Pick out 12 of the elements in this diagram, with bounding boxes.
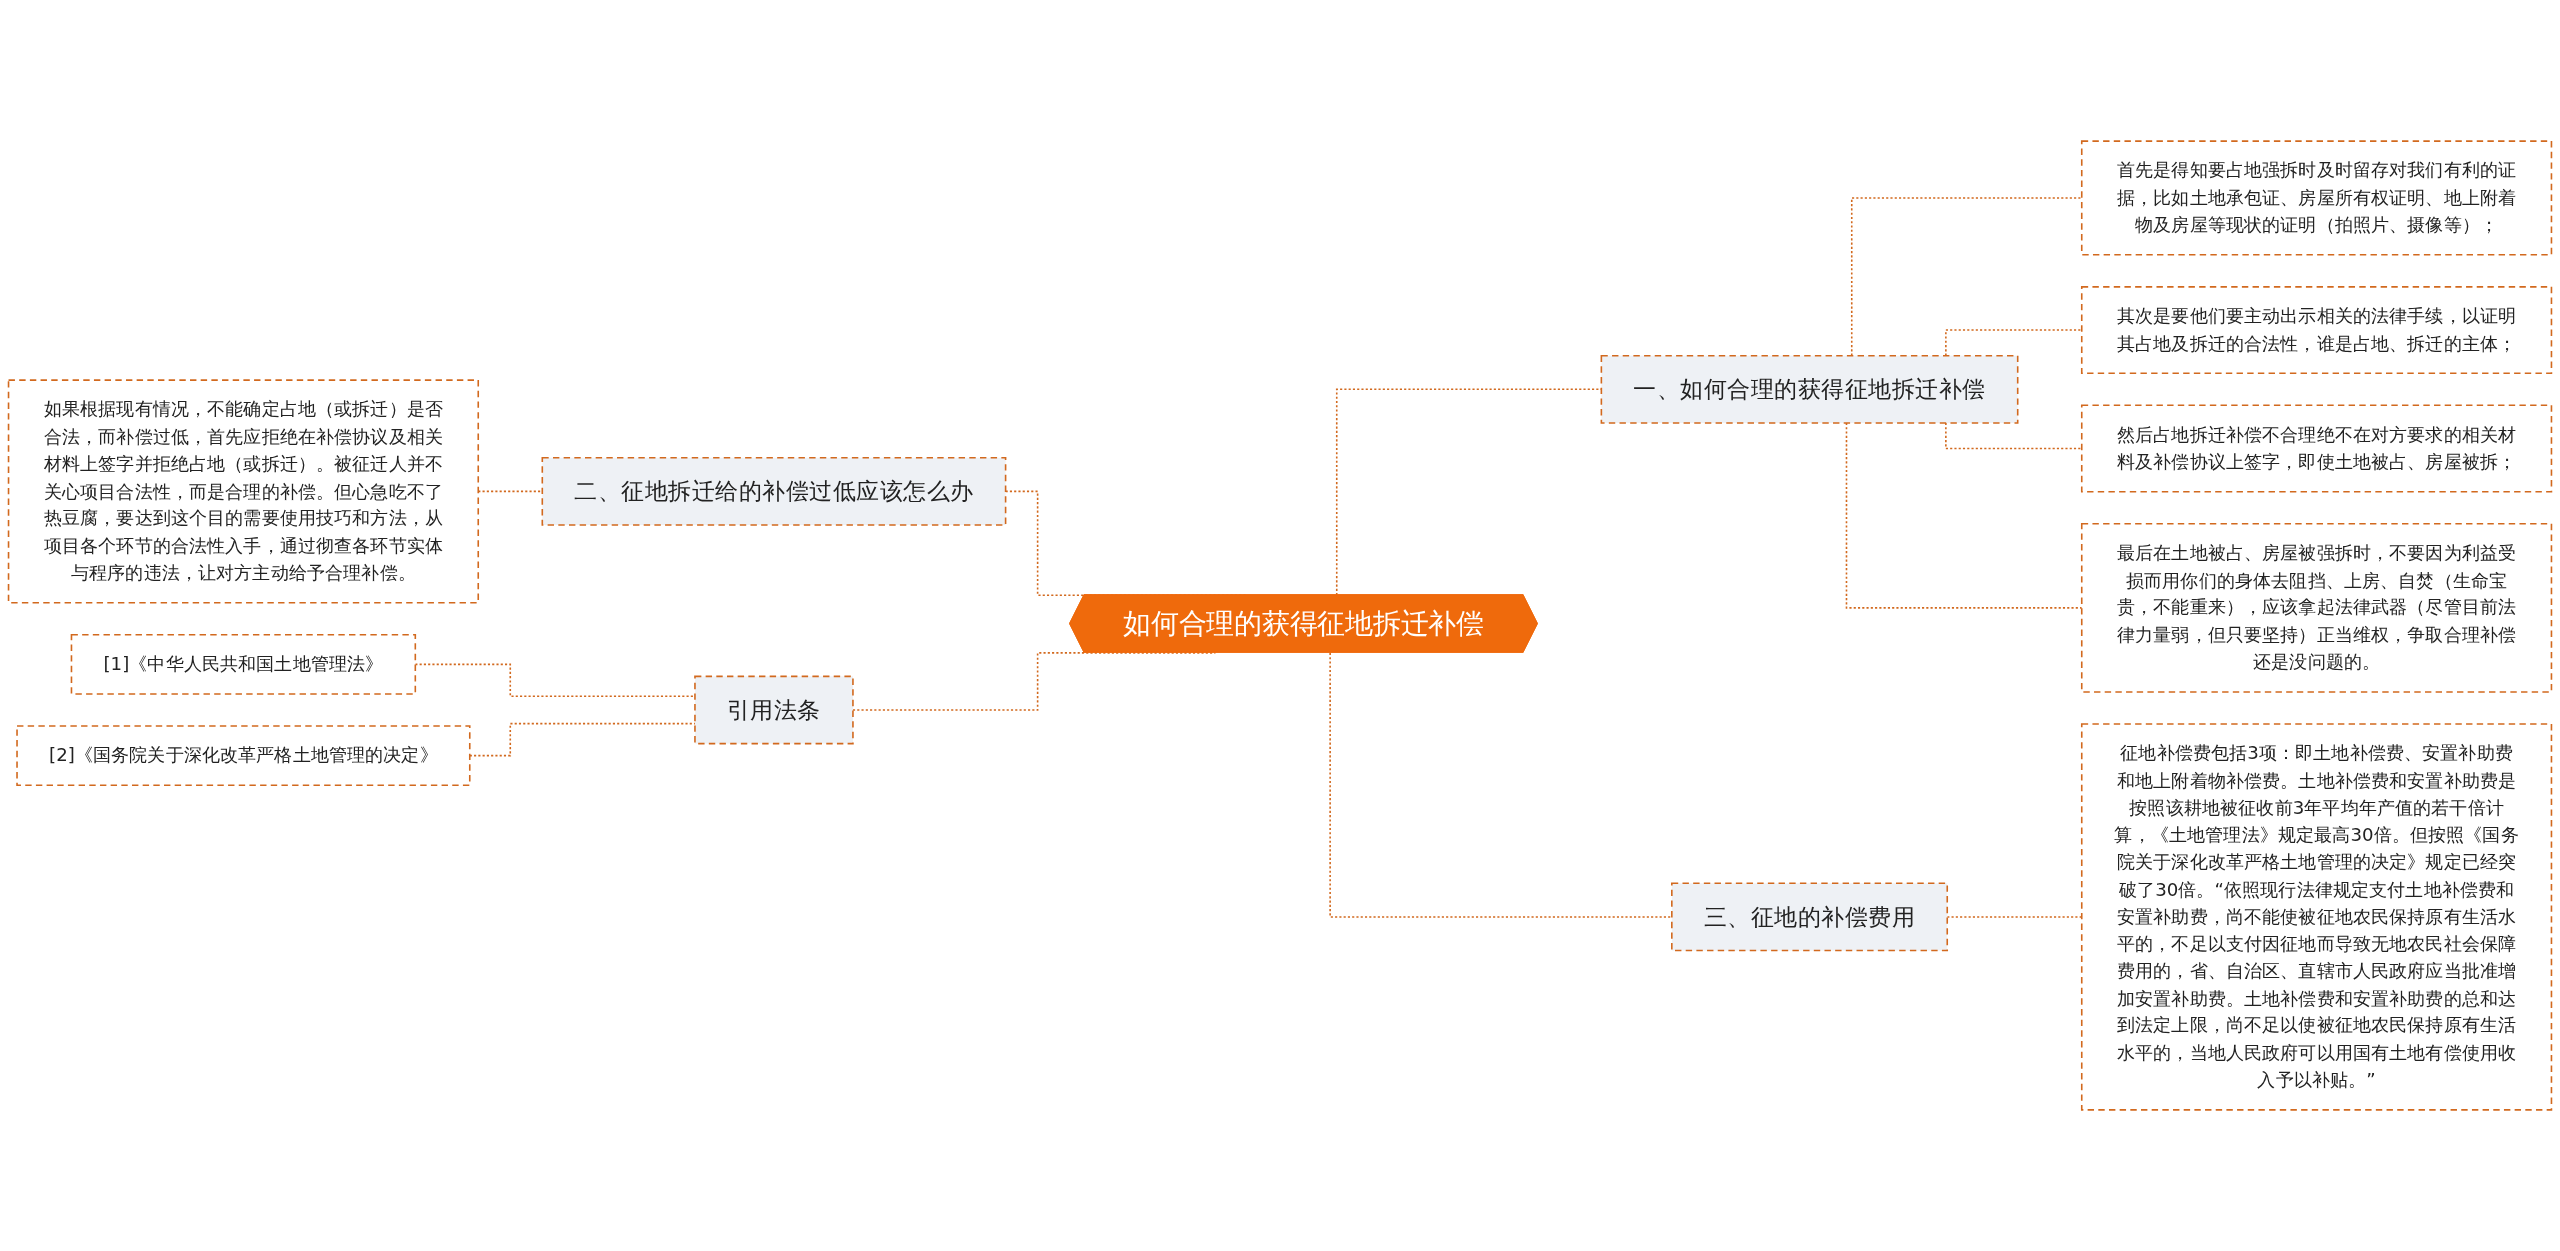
node-box: 然后占地拆迁补偿不合理绝不在对方要求的相关材料及补偿协议上签字，即使土地被占、房屋被拆； <box>2080 404 2553 493</box>
node-box: 引用法条 <box>694 675 854 745</box>
node-box: 征地补偿费包括3项：即土地补偿费、安置补助费和地上附着物补偿费。土地补偿费和安置补助费是按照该耕地被征收前3年平均年产值的若干倍计算，《土地管理法》规定最高30倍。但按照《国务院关于深化改革严格土地管理的决定》规定已经突破了30倍。“依照现行法律规定支付土地补偿费和安置补助费，尚不能使被征地农民保持原有生活水平的，不足以支付因征地而导致无地农民社会保障费用的，省、自治区、直辖市人民政府应当批准增加安置补助费。土地补偿费和安置补助费的总和达到法定上限，尚不足以使被征地农民保持原有生活水平的，当地人民政府可以用国有土地有偿使用收入予以补贴。” <box>2080 723 2553 1111</box>
node-box: [1]《中华人民共和国土地管理法》 <box>70 633 417 695</box>
node-box: 二、征地拆迁给的补偿过低应该怎么办 <box>541 456 1007 526</box>
node-box: 如果根据现有情况，不能确定占地（或拆迁）是否合法，而补偿过低，首先应拒绝在补偿协议及相关材料上签字并拒绝占地（或拆迁）。被征迁人并不关心项目合法性，而是合理的补偿。但心急吃不了热豆腐，要达到这个目的需要使用技巧和方法，从项目各个环节的合法性入手，通过彻查各环节实体与程序的违法，让对方主动给予合理补偿。 <box>7 379 480 604</box>
node-box: 三、征地的补偿费用 <box>1671 882 1949 952</box>
node-box: 最后在土地被占、房屋被强拆时，不要因为利益受损而用你们的身体去阻挡、上房、自焚（生命宝贵，不能重来），应该拿起法律武器（尽管目前法律力量弱，但只要坚持）正当维权，争取合理补偿还是没问题的。 <box>2080 523 2553 693</box>
node-box: [2]《国务院关于深化改革严格土地管理的决定》 <box>16 725 471 787</box>
node-box: 首先是得知要占地强拆时及时留存对我们有利的证据，比如土地承包证、房屋所有权证明、地上附着物及房屋等现状的证明（拍照片、摄像等）； <box>2080 140 2553 256</box>
node-box: 其次是要他们要主动出示相关的法律手续，以证明其占地及拆迁的合法性，谁是占地、拆迁的主体； <box>2080 286 2553 375</box>
node-box: 一、如何合理的获得征地拆迁补偿 <box>1600 354 2019 424</box>
